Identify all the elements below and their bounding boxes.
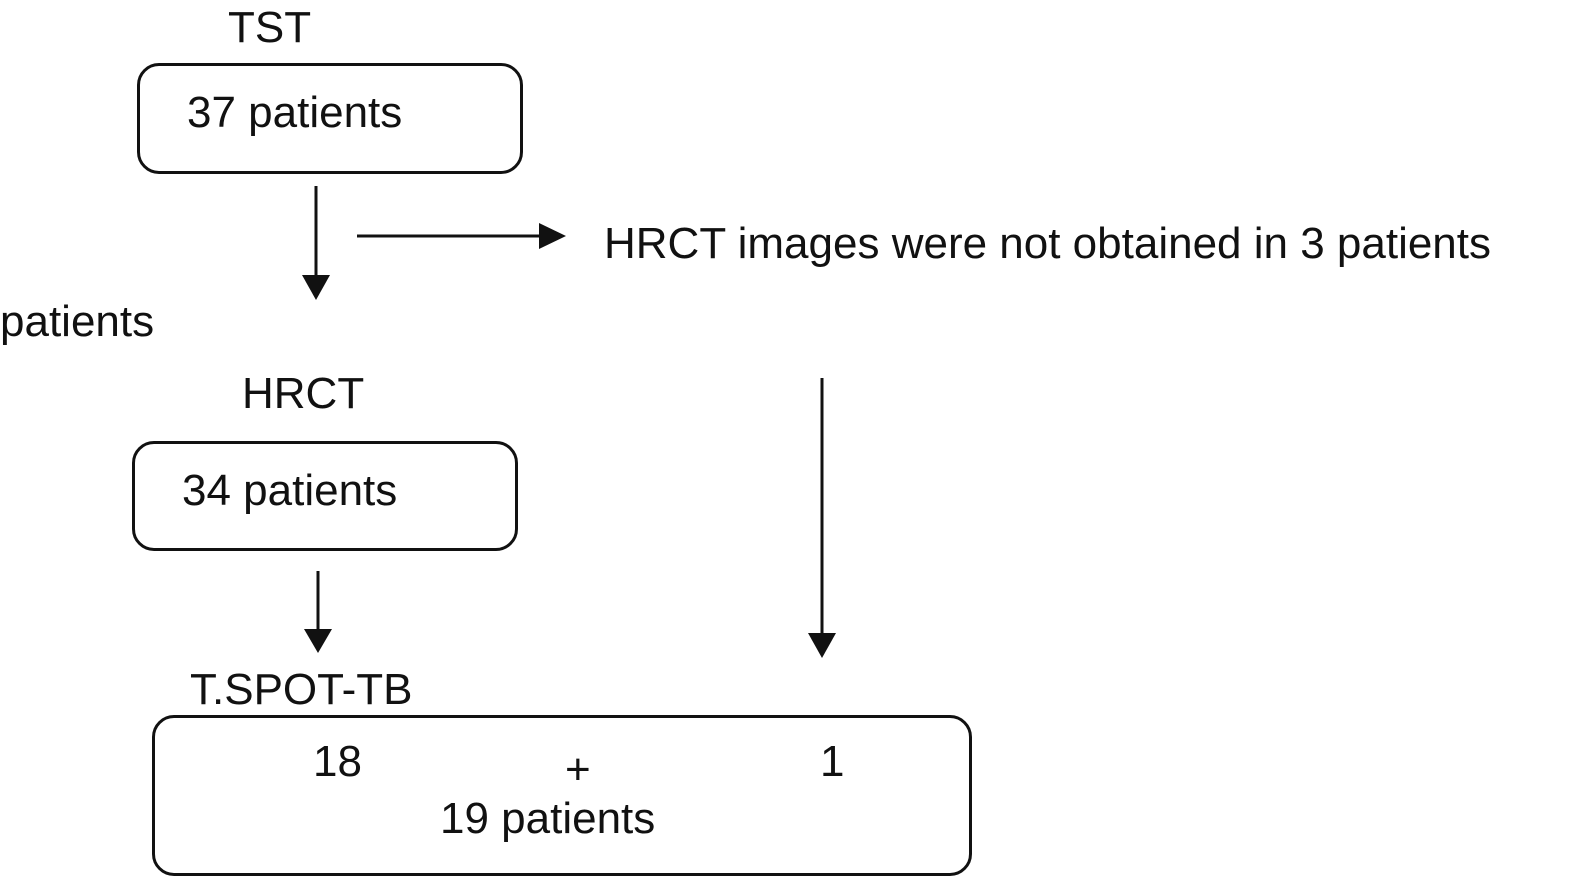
tst-label: TST: [228, 3, 312, 52]
tspot-operator: +: [565, 745, 591, 794]
tspot-total: 19 patients: [440, 794, 656, 843]
arrowhead-tst-to-hrct: [302, 275, 330, 300]
arrowhead-right-down: [808, 633, 836, 658]
hrct-label: HRCT: [242, 369, 365, 418]
side-label: patients: [0, 297, 155, 346]
exclusion-note: HRCT images were not obtained in 3 patie…: [604, 219, 1492, 268]
arrowhead-hrct-to-tspot: [304, 629, 332, 653]
tspot-label: T.SPOT-TB: [190, 665, 413, 714]
tspot-box: [152, 715, 972, 876]
hrct-count: 34 patients: [182, 466, 398, 515]
tst-count: 37 patients: [187, 88, 403, 137]
arrowhead-to-exclusion: [539, 223, 566, 249]
hrct-box: [132, 441, 518, 551]
tspot-right-value: 1: [820, 737, 845, 786]
tspot-left-value: 18: [313, 737, 362, 786]
tst-box: [137, 63, 523, 174]
